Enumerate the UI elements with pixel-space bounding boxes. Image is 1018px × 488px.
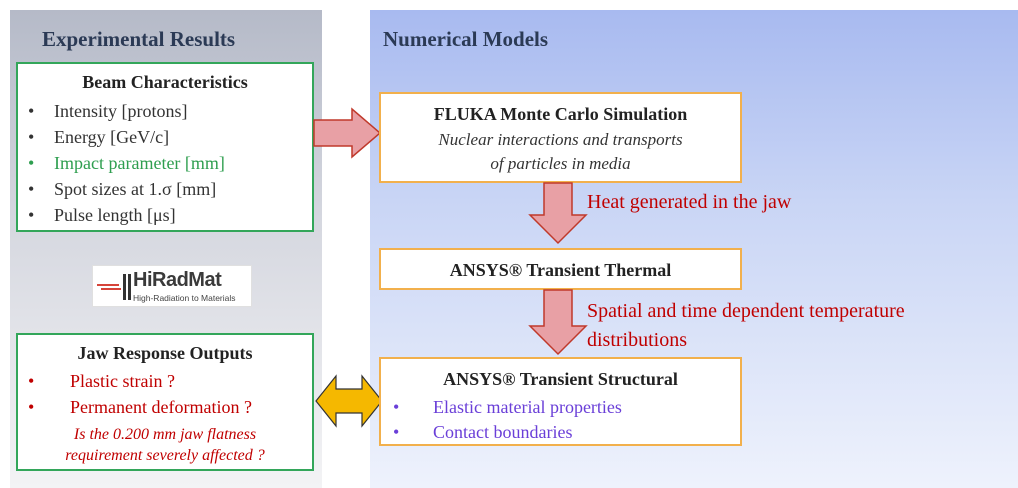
- ansys-structural-title: ANSYS® Transient Structural: [443, 369, 678, 389]
- list-item: • Permanent deformation ?: [28, 397, 252, 417]
- fluka-description-line1: Nuclear interactions and transports: [438, 130, 683, 149]
- list-item: • Contact boundaries: [393, 422, 573, 442]
- beam-characteristics-box: Beam Characteristics •Intensity [protons…: [16, 62, 314, 232]
- list-item: •Spot sizes at 1.σ [mm]: [28, 179, 217, 199]
- fluka-simulation-box: FLUKA Monte Carlo Simulation Nuclear int…: [379, 92, 742, 183]
- hiradmat-logo: HiRadMat High-Radiation to Materials: [92, 265, 252, 307]
- list-item: •Pulse length [μs]: [28, 205, 176, 225]
- temperature-distributions-label-line2: distributions: [587, 329, 688, 351]
- down-arrow-icon: [528, 289, 588, 356]
- ansys-thermal-box: ANSYS® Transient Thermal: [379, 248, 742, 290]
- heat-generated-label: Heat generated in the jaw: [587, 191, 792, 213]
- ansys-thermal-title: ANSYS® Transient Thermal: [449, 260, 672, 280]
- double-arrow-icon: [315, 374, 383, 428]
- hiradmat-logo-name: HiRadMat: [133, 269, 222, 291]
- jaw-flatness-question-line1: Is the 0.200 mm jaw flatness: [73, 426, 257, 443]
- hiradmat-logo-mark-icon: [97, 274, 131, 300]
- list-item: •Intensity [protons]: [28, 101, 188, 121]
- down-arrow-icon: [528, 182, 588, 245]
- right-arrow-icon: [313, 107, 382, 159]
- jaw-response-box: Jaw Response Outputs • Plastic strain ? …: [16, 333, 314, 471]
- list-item: • Elastic material properties: [393, 397, 622, 417]
- experimental-results-title: Experimental Results: [42, 27, 236, 51]
- jaw-response-title: Jaw Response Outputs: [77, 343, 253, 363]
- numerical-models-title: Numerical Models: [383, 27, 549, 51]
- beam-characteristics-list: •Intensity [protons] •Energy [GeV/c] •Im…: [28, 98, 308, 228]
- jaw-flatness-question-line2: requirement severely affected ?: [65, 447, 265, 464]
- list-item: •Energy [GeV/c]: [28, 127, 170, 147]
- beam-characteristics-title: Beam Characteristics: [82, 72, 248, 92]
- ansys-structural-box: ANSYS® Transient Structural • Elastic ma…: [379, 357, 742, 446]
- temperature-distributions-label-line1: Spatial and time dependent temperature: [587, 300, 905, 322]
- list-item: •Impact parameter [mm]: [28, 153, 225, 173]
- fluka-simulation-title: FLUKA Monte Carlo Simulation: [433, 104, 688, 124]
- hiradmat-logo-subtitle: High-Radiation to Materials: [133, 293, 236, 303]
- fluka-description-line2: of particles in media: [490, 154, 631, 173]
- list-item: • Plastic strain ?: [28, 371, 175, 391]
